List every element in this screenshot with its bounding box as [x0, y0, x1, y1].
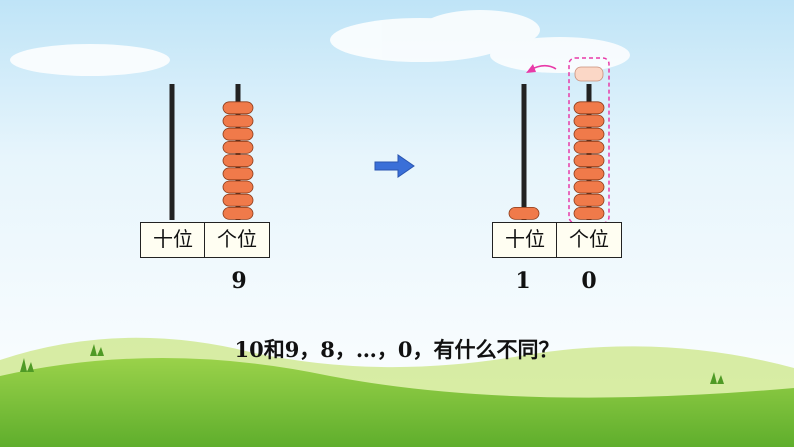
- left-tens-rod: [169, 84, 175, 220]
- right-abacus: [508, 66, 605, 220]
- right-ones-bead-6: [573, 140, 605, 154]
- left-ones-bead-9: [222, 101, 254, 115]
- left-ones-bead-5: [222, 154, 254, 168]
- left-ones-label: 个位: [204, 222, 270, 258]
- right-ones-bead-7: [573, 127, 605, 141]
- right-ones-bead-3: [573, 180, 605, 194]
- right-tens-bead-1: [508, 206, 540, 220]
- right-ones-label: 个位: [556, 222, 622, 258]
- right-tens-digit: 1: [515, 268, 531, 294]
- left-ones-bead-7: [222, 127, 254, 141]
- carry-arrowhead-icon: [526, 64, 536, 73]
- right-ones-bead-9: [573, 101, 605, 115]
- left-ones-bead-1: [222, 206, 254, 220]
- left-tens-label: 十位: [140, 222, 206, 258]
- right-carry-bead-1: [574, 66, 604, 82]
- question-text: 10和9，8，…，0，有什么不同？: [234, 337, 560, 362]
- left-ones-bead-4: [222, 167, 254, 181]
- right-ones-bead-4: [573, 167, 605, 181]
- left-ones-bead-8: [222, 114, 254, 128]
- left-ones-digit: 9: [231, 268, 247, 294]
- left-abacus: [169, 84, 254, 220]
- right-ones-bead-5: [573, 154, 605, 168]
- right-tens-rod: [521, 84, 527, 220]
- left-ones-bead-6: [222, 140, 254, 154]
- right-ones-bead-8: [573, 114, 605, 128]
- right-tens-label: 十位: [492, 222, 558, 258]
- grass-tufts: [20, 344, 724, 384]
- grass-field: [0, 358, 794, 447]
- transition-arrow-icon: [374, 154, 415, 178]
- right-ones-bead-2: [573, 193, 605, 207]
- left-ones-bead-2: [222, 193, 254, 207]
- right-ones-bead-1: [573, 206, 605, 220]
- right-ones-digit: 0: [581, 268, 597, 294]
- left-ones-bead-3: [222, 180, 254, 194]
- clouds: [10, 10, 630, 76]
